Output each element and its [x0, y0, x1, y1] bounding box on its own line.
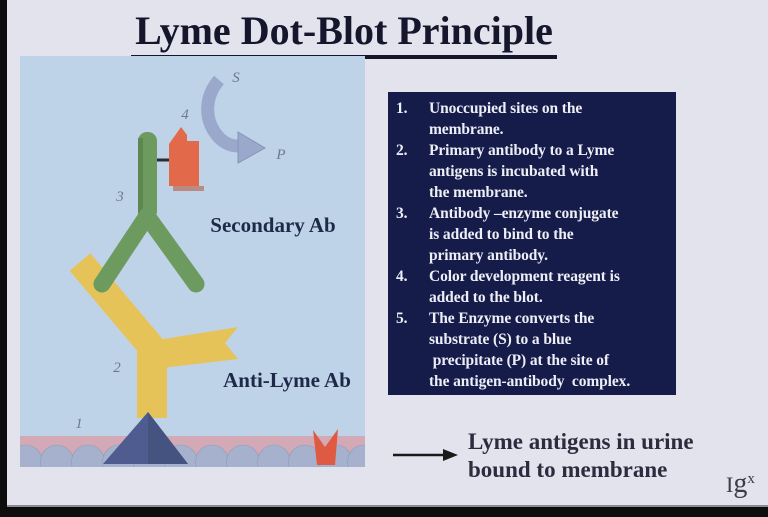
secondary-antibody: [93, 132, 205, 293]
step-line: Primary antibody to a Lyme: [429, 142, 615, 159]
igx-logo: Igx: [726, 468, 755, 500]
panel-background: [20, 56, 365, 467]
step-item-1: 1. Unoccupied sites on the membrane.: [396, 98, 672, 140]
substrate-arrowhead: [237, 131, 267, 164]
step-line: the membrane.: [429, 184, 528, 201]
step-number: 2.: [396, 142, 408, 159]
step-line: precipitate (P) at the site of: [429, 352, 609, 369]
primary-antibody: [69, 253, 238, 418]
caption-line-1: Lyme antigens in urine: [468, 429, 694, 454]
step-line: antigens is incubated with: [429, 163, 599, 180]
label-step-3: 3: [115, 189, 124, 205]
steps-box: 1. Unoccupied sites on the membrane. 2. …: [388, 92, 676, 395]
substrate-arrow-curve: [201, 75, 239, 153]
logo-letter-g: g: [733, 468, 748, 499]
antigen-chevron: [313, 429, 338, 465]
caption-line-2: bound to membrane: [468, 457, 668, 482]
label-product-p: P: [275, 147, 285, 163]
label-anti-lyme-ab: Anti-Lyme Ab: [223, 368, 351, 392]
step-line: the antigen-antibody complex.: [429, 373, 631, 390]
step-item-2: 2. Primary antibody to a Lyme antigens i…: [396, 140, 672, 203]
enzyme-shape: [169, 127, 199, 186]
step-line: Color development reagent is: [429, 268, 620, 285]
step-text: Unoccupied sites on the membrane.: [429, 98, 672, 140]
label-step-2: 2: [113, 360, 121, 376]
label-step-1: 1: [75, 416, 83, 432]
step-line: Unoccupied sites on the: [429, 100, 583, 117]
step-line: added to the blot.: [429, 289, 543, 306]
step-number: 1.: [396, 100, 408, 117]
step-number: 4.: [396, 268, 408, 285]
step-line: The Enzyme converts the: [429, 310, 595, 327]
step-line: membrane.: [429, 121, 504, 138]
step-item-4: 4. Color development reagent is added to…: [396, 266, 672, 308]
step-line: primary antibody.: [429, 247, 548, 264]
label-step-4: 4: [181, 107, 189, 123]
slide-title-text: Lyme Dot-Blot Principle: [131, 8, 557, 59]
step-line: substrate (S) to a blue: [429, 331, 572, 348]
step-text: The Enzyme converts the substrate (S) to…: [429, 308, 672, 392]
antigen-triangle-shade: [148, 412, 188, 464]
enzyme-shadow: [173, 186, 204, 191]
step-line: Antibody –enzyme conjugate: [429, 205, 619, 222]
step-item-5: 5. The Enzyme converts the substrate (S)…: [396, 308, 672, 392]
step-text: Primary antibody to a Lyme antigens is i…: [429, 140, 672, 203]
label-secondary-ab: Secondary Ab: [210, 213, 335, 237]
logo-letter-i: I: [726, 472, 734, 497]
slide-title: Lyme Dot-Blot Principle: [88, 8, 600, 59]
label-substrate-s: S: [232, 70, 240, 86]
diagram-panel: S P 4 3 2 1 Secondary Ab Anti-Lyme Ab: [20, 56, 365, 467]
step-number: 5.: [396, 310, 408, 327]
step-line: is added to bind to the: [429, 226, 574, 243]
step-item-3: 3. Antibody –enzyme conjugate is added t…: [396, 203, 672, 266]
step-text: Antibody –enzyme conjugate is added to b…: [429, 203, 672, 266]
step-number: 3.: [396, 205, 408, 222]
membrane-caption: Lyme antigens in urine bound to membrane: [468, 428, 694, 484]
logo-letter-x: x: [747, 471, 755, 487]
caption-arrow-icon: [393, 449, 458, 461]
step-text: Color development reagent is added to th…: [429, 266, 672, 308]
